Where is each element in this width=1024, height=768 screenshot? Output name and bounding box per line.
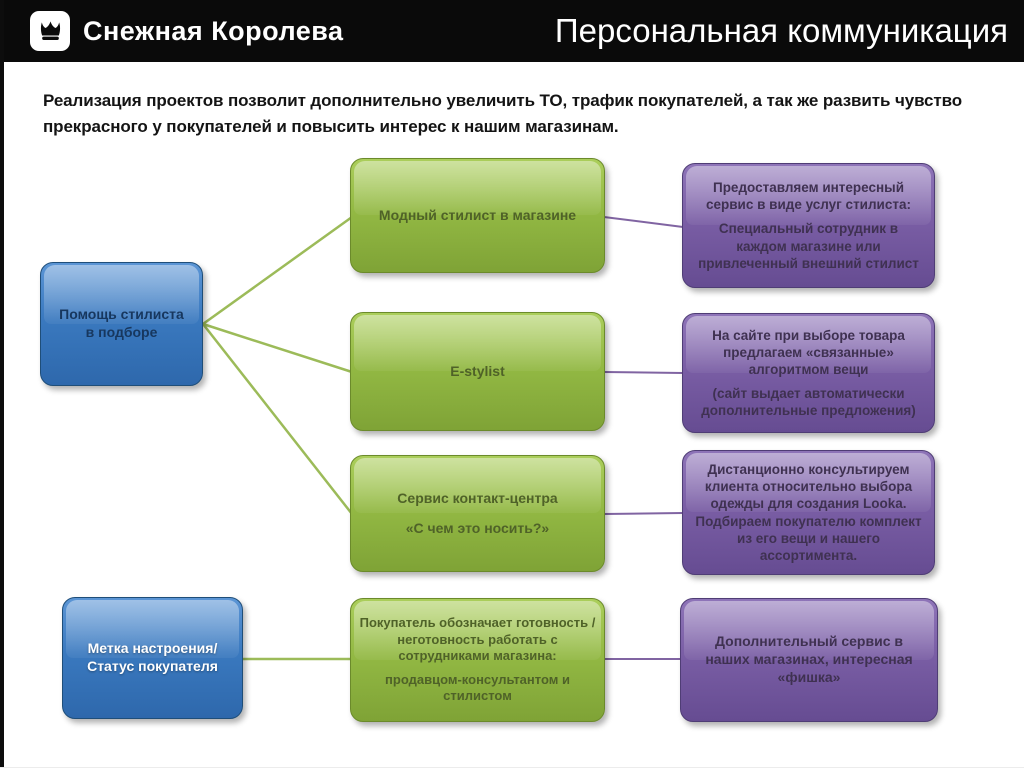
- node-label: (сайт выдает автоматически дополнительны…: [701, 386, 916, 419]
- node-green-e-stylist: E-stylist: [350, 312, 605, 431]
- node-blue-help-stylist: Помощь стилиста в подборе: [40, 262, 203, 386]
- brand-name: Снежная Королева: [83, 15, 344, 46]
- connector-blue1-green2: [202, 322, 353, 374]
- node-green-customer-readiness: Покупатель обозначает готовность /негото…: [350, 598, 605, 722]
- connector-blue1-green1: [202, 215, 353, 326]
- node-label: Дистанционно консультируем клиента относ…: [695, 462, 922, 563]
- node-purple-extra-service: Дополнительный сервис в наших магазинах,…: [680, 598, 938, 722]
- connector-green1-purple1: [603, 216, 684, 228]
- node-label: Специальный сотрудник в каждом магазине …: [698, 221, 919, 271]
- brand-logo: [30, 11, 70, 51]
- node-purple-remote-consulting: Дистанционно консультируем клиента относ…: [682, 450, 935, 575]
- node-label: Помощь стилиста в подборе: [59, 306, 184, 340]
- node-label: E-stylist: [450, 362, 505, 379]
- node-green-store-stylist: Модный стилист в магазине: [350, 158, 605, 273]
- node-label: Метка настроения/Статус покупателя: [87, 640, 218, 674]
- page-title: Персональная коммуникация: [554, 12, 1008, 49]
- node-label: Сервис контакт-центра: [397, 489, 558, 506]
- slide-header: Снежная Королева Персональная коммуникац…: [0, 0, 1024, 62]
- node-label: Дополнительный сервис в наших магазинах,…: [705, 633, 913, 685]
- node-label: На сайте при выборе товара предлагаем «с…: [712, 327, 905, 377]
- connector-green3-purple3: [603, 512, 684, 515]
- intro-paragraph: Реализация проектов позволит дополнитель…: [43, 91, 962, 137]
- node-purple-site-suggestions: На сайте при выборе товара предлагаем «с…: [682, 313, 935, 433]
- node-blue-mood-status: Метка настроения/Статус покупателя: [62, 597, 243, 719]
- node-label: «С чем это носить?»: [405, 519, 550, 536]
- connector-blue1-green3: [202, 323, 353, 515]
- node-label: Модный стилист в магазине: [378, 206, 577, 223]
- node-label: продавцом-консультантом и стилистом: [385, 671, 570, 704]
- node-label: Покупатель обозначает готовность /негото…: [359, 615, 596, 664]
- node-label: Предоставляем интересный сервис в виде у…: [706, 180, 911, 213]
- connector-green2-purple2: [603, 371, 684, 374]
- node-green-contact-center: Сервис контакт-центра «С чем это носить?…: [350, 455, 605, 572]
- node-purple-stylist-service: Предоставляем интересный сервис в виде у…: [682, 163, 935, 288]
- left-edge-strip: [0, 0, 4, 767]
- crown-icon: [37, 18, 64, 45]
